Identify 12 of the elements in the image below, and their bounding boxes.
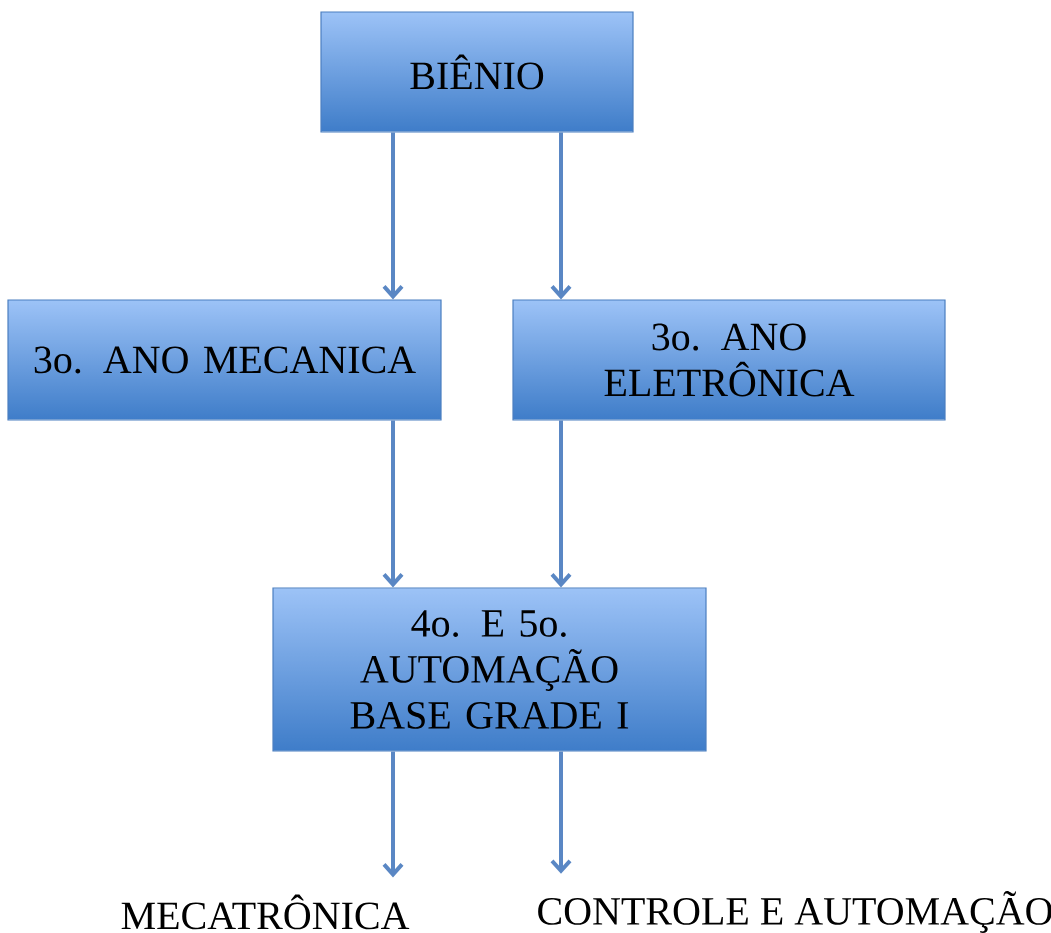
arrow [382,751,404,878]
arrow [550,420,572,588]
process-box: BIÊNIO [320,11,634,133]
arrow [550,751,572,874]
arrow [382,420,404,588]
outcome-label: CONTROLE E AUTOMAÇÃO [538,891,1051,933]
arrow [382,132,404,300]
outcome-label: MECATRÔNICA [121,894,410,930]
arrow [550,132,572,300]
process-box: 3o. ANO MECANICA [7,299,442,421]
process-box: 3o. ANO ELETRÔNICA [512,299,946,421]
process-box: 4o. E 5o. AUTOMAÇÃO BASE GRADE I [272,587,707,752]
